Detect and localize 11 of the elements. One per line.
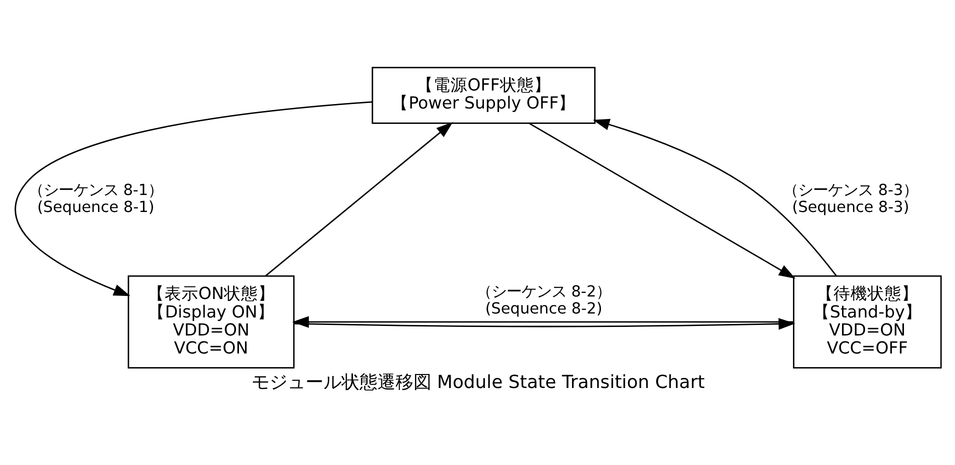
arrow bbox=[264, 121, 452, 276]
edge-label: （シーケンス 8-1） (Sequence 8-1) bbox=[28, 180, 163, 216]
arrow bbox=[14, 100, 372, 296]
node-box: 【電源OFF状態】 【Power Supply OFF】 bbox=[371, 66, 596, 124]
node-box: 【表示ON状態】 【Display ON】 VDD=ON VCC=ON bbox=[127, 274, 294, 368]
caption: モジュール状態遷移図 Module State Transition Chart bbox=[250, 371, 704, 392]
edge-label: （シーケンス 8-2） (Sequence 8-2) bbox=[476, 282, 611, 317]
arrow bbox=[592, 118, 836, 276]
arrow bbox=[528, 122, 795, 278]
node-box: 【待機状態】 【Stand-by】 VDD=ON VCC=OFF bbox=[792, 274, 942, 368]
edge-label: （シーケンス 8-3） (Sequence 8-3) bbox=[782, 180, 918, 216]
